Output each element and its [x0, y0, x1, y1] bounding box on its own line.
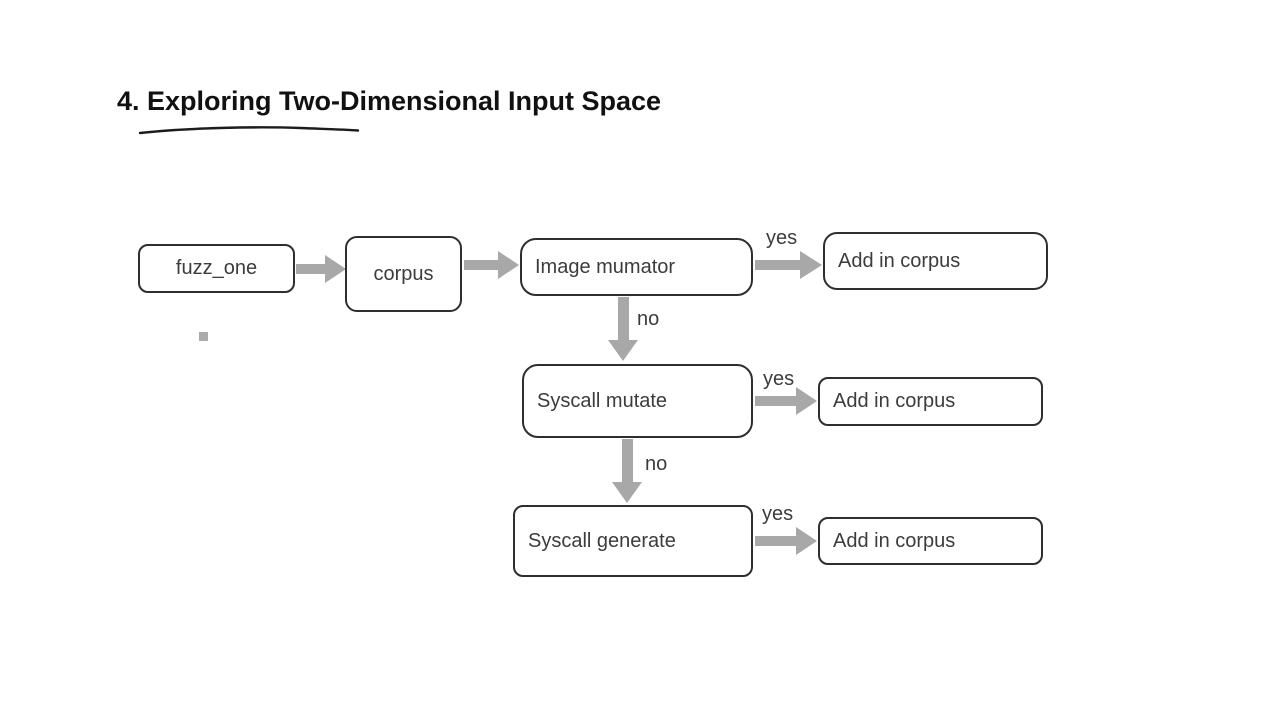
arrow-fuzzone-to-corpus [296, 255, 346, 283]
node-add-in-corpus-2: Add in corpus [818, 377, 1043, 426]
slide-title: 4. Exploring Two-Dimensional Input Space [117, 86, 662, 116]
arrow-corpus-to-image-mutator [464, 251, 519, 279]
edge-label-no-2: no [645, 453, 668, 475]
edge-label-yes-2: yes [763, 368, 795, 390]
arrow-syscall-mutate-no [612, 439, 642, 503]
arrow-image-mutator-no [608, 297, 638, 361]
edge-label-yes-3: yes [762, 503, 794, 525]
arrow-syscall-mutate-yes [755, 387, 817, 415]
node-syscall-mutate: Syscall mutate [522, 364, 753, 438]
node-image-mutator: Image mumator [520, 238, 753, 296]
node-syscall-generate: Syscall generate [513, 505, 753, 577]
node-corpus: corpus [345, 236, 462, 312]
stray-square-mark [199, 332, 208, 341]
arrow-image-mutator-yes [755, 251, 822, 279]
node-fuzz-one: fuzz_one [138, 244, 295, 293]
edge-label-no-1: no [637, 308, 660, 330]
node-add-in-corpus-1: Add in corpus [823, 232, 1048, 290]
edge-label-yes-1: yes [766, 227, 798, 249]
arrow-syscall-generate-yes [755, 527, 817, 555]
node-add-in-corpus-3: Add in corpus [818, 517, 1043, 565]
